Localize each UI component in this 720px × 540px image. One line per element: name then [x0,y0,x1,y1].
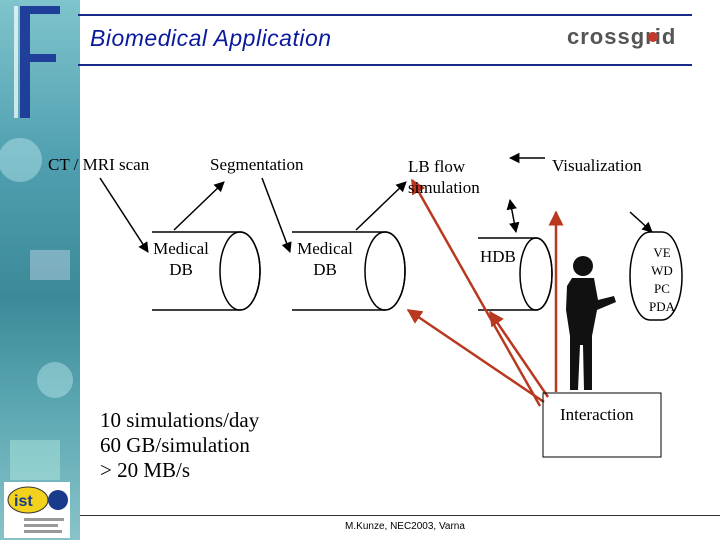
node-ct-scan: CT / MRI scan [48,155,150,174]
red-arrow-to-lbflow [410,178,542,407]
arrow-segmentation-to-db [261,177,292,253]
title-bottom-rule [78,64,692,66]
devices-cylinder [629,231,683,321]
stats-line-2: 60 GB/simulation [100,433,250,457]
arrow-ct-to-db [99,177,149,253]
ist-logo-icon: ist [4,482,70,538]
stats-line-3: > 20 MB/s [100,458,191,482]
node-lb-flow: LB flow simulation [408,156,480,198]
arrow-lbflow-hdb [506,198,520,234]
node-devices-pda: PDA [648,299,675,314]
node-segmentation: Segmentation [210,155,304,174]
simulation-stats: 10 simulations/day 60 GB/simulation > 20… [100,408,259,483]
red-arrow-to-db [406,308,545,404]
sidebar-texture [0,138,73,480]
f-shape-logo-icon [14,6,60,118]
red-arrow-to-hdb [488,310,550,398]
node-lb-flow-line2: simulation [408,178,480,197]
node-devices-ve: VE [653,245,671,260]
node-devices-pc: PC [654,281,670,296]
node-hdb: HDB [480,247,516,266]
interaction-box [542,392,662,458]
svg-text:ist: ist [14,493,33,510]
arrow-visualization-to-devices [629,211,653,233]
arrow-db-to-lbflow [355,181,407,231]
arrow-db-to-segmentation [173,181,225,231]
standing-person-icon [566,256,616,390]
node-medical-db-1-line2: DB [169,260,193,279]
footer-rule [80,515,720,516]
node-visualization: Visualization [552,156,642,175]
medical-db-1-cylinder [152,231,261,311]
node-medical-db-1: Medical DB [146,238,216,280]
title-bar [78,14,692,66]
stats-line-1: 10 simulations/day [100,408,260,432]
node-medical-db-1-line1: Medical [153,239,209,258]
title-top-rule [78,14,692,16]
node-lb-flow-line1: LB flow [408,157,466,176]
node-medical-db-2-line2: DB [313,260,337,279]
node-interaction: Interaction [560,405,634,424]
medical-db-2-cylinder [292,231,406,311]
crossgrid-logo: crossgrid [567,24,675,49]
page-title: Biomedical Application [90,25,332,51]
node-devices: VE WD PC PDA [640,244,684,316]
node-devices-wd: WD [651,263,673,278]
node-medical-db-2: Medical DB [290,238,360,280]
hdb-cylinder [478,237,553,311]
node-medical-db-2-line1: Medical [297,239,353,258]
footer-credit: M.Kunze, NEC2003, Varna [345,521,465,532]
sidebar-decoration [0,0,80,540]
